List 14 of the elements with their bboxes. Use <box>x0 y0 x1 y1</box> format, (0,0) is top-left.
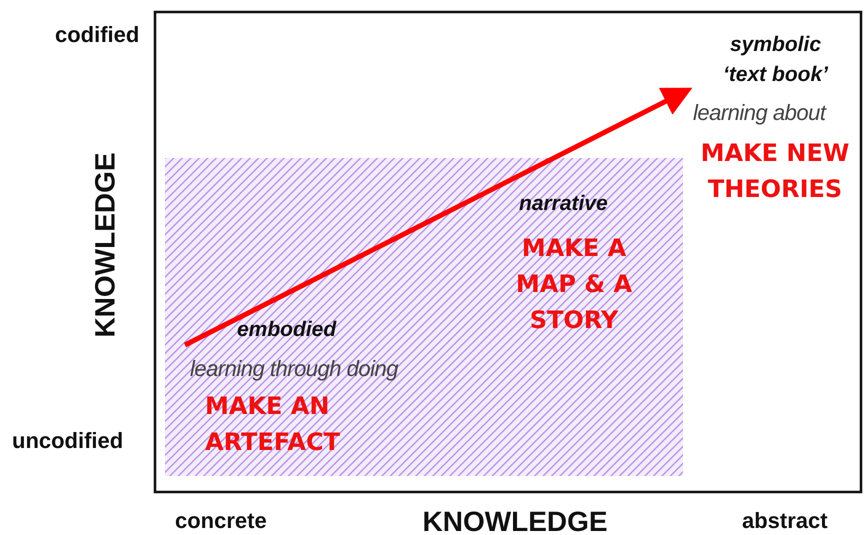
caption-text: narrative <box>519 192 608 216</box>
activity-text: MAKE A MAP & A STORY <box>514 233 634 336</box>
axis-title: KNOWLEDGE <box>89 152 122 338</box>
caption-text: symbolic ‘text book’ <box>722 32 830 88</box>
axis-label: uncodified <box>12 428 124 454</box>
activity-text: MAKE NEW THEORIES <box>700 138 850 205</box>
axis-label: abstract <box>742 508 828 534</box>
axis-label: concrete <box>175 508 267 534</box>
activity-text: MAKE AN ARTEFACT <box>205 391 341 458</box>
caption-text: embodied <box>237 318 336 342</box>
description-text: learning through doing <box>190 356 398 382</box>
description-text: learning about <box>693 100 826 126</box>
axis-title: KNOWLEDGE <box>422 506 608 535</box>
axis-label: codified <box>55 22 140 48</box>
